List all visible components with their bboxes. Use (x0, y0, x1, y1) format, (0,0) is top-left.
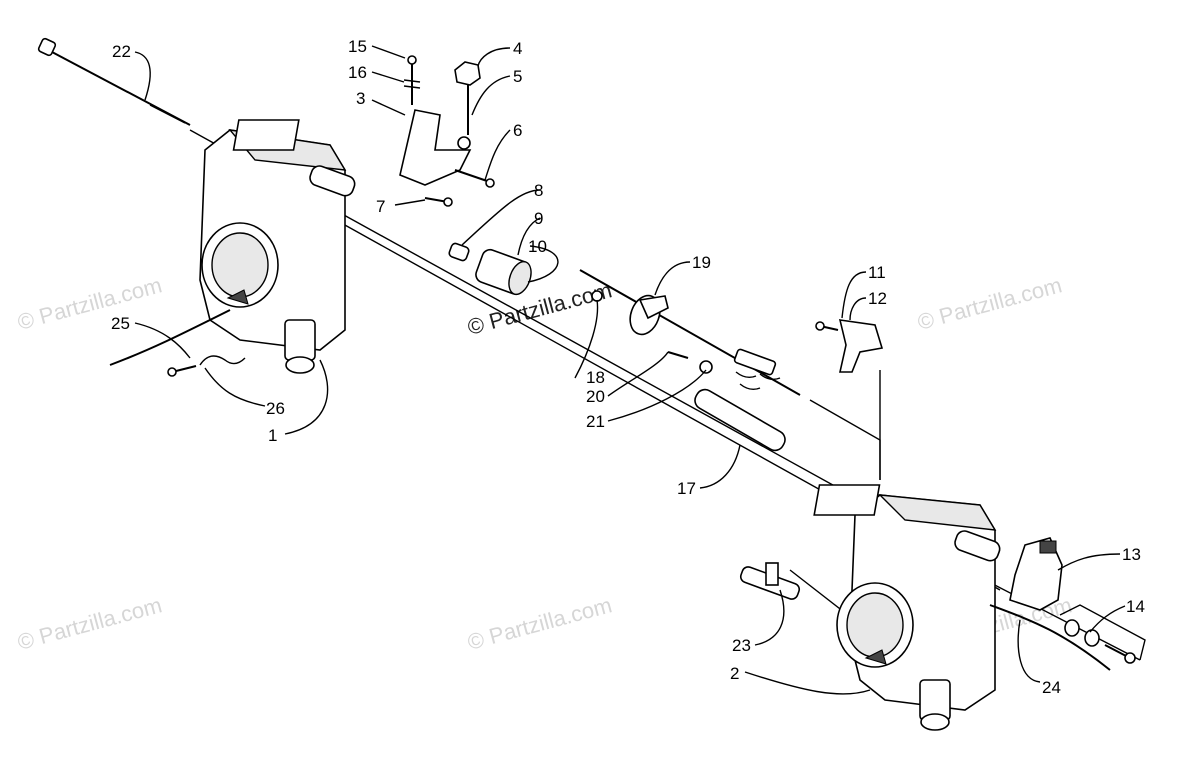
fitting-23 (739, 562, 801, 600)
callout-1: 1 (268, 426, 277, 445)
watermark-right-top: © Partzilla.com (915, 272, 1065, 335)
callout-20: 20 (586, 387, 605, 406)
callout-10: 10 (528, 237, 547, 256)
leader-lines (134, 45, 1126, 695)
bolt-22 (37, 37, 191, 126)
watermark-center: © Partzilla.com (465, 277, 615, 340)
callout-6: 6 (513, 121, 522, 140)
callout-25: 25 (111, 314, 130, 333)
roller-8-9-10 (448, 242, 532, 296)
tube-17 (694, 388, 786, 452)
callout-labels: 1 2 3 4 5 6 7 8 9 10 11 12 13 14 15 16 1… (111, 37, 1145, 697)
adjuster-4-5-6 (424, 61, 495, 207)
callout-21: 21 (586, 412, 605, 431)
callout-5: 5 (513, 67, 522, 86)
callout-9: 9 (534, 209, 543, 228)
watermark-left-bottom: © Partzilla.com (15, 592, 165, 655)
callout-3: 3 (356, 89, 365, 108)
callout-18: 18 (586, 368, 605, 387)
bracket-11-12 (815, 319, 884, 373)
hose-24 (989, 604, 1111, 671)
bracket-3 (399, 55, 472, 186)
callout-4: 4 (513, 39, 522, 58)
linkage-19 (579, 269, 801, 396)
callout-14: 14 (1126, 597, 1145, 616)
carburetor-1 (199, 119, 356, 374)
callout-16: 16 (348, 63, 367, 82)
callout-15: 15 (348, 37, 367, 56)
callout-24: 24 (1042, 678, 1061, 697)
sensor-13 (1009, 537, 1063, 611)
callout-26: 26 (266, 399, 285, 418)
callout-8: 8 (534, 181, 543, 200)
callout-17: 17 (677, 479, 696, 498)
callout-7: 7 (376, 197, 385, 216)
cable-25-clip-26 (109, 309, 246, 377)
callout-13: 13 (1122, 545, 1141, 564)
watermark-mid-bottom: © Partzilla.com (465, 592, 615, 655)
callout-19: 19 (692, 253, 711, 272)
carburetor-2 (813, 484, 1001, 731)
callout-23: 23 (732, 636, 751, 655)
fasteners-14 (1064, 619, 1136, 664)
callout-22: 22 (112, 42, 131, 61)
callout-12: 12 (868, 289, 887, 308)
callout-2: 2 (730, 664, 739, 683)
callout-11: 11 (868, 263, 886, 282)
